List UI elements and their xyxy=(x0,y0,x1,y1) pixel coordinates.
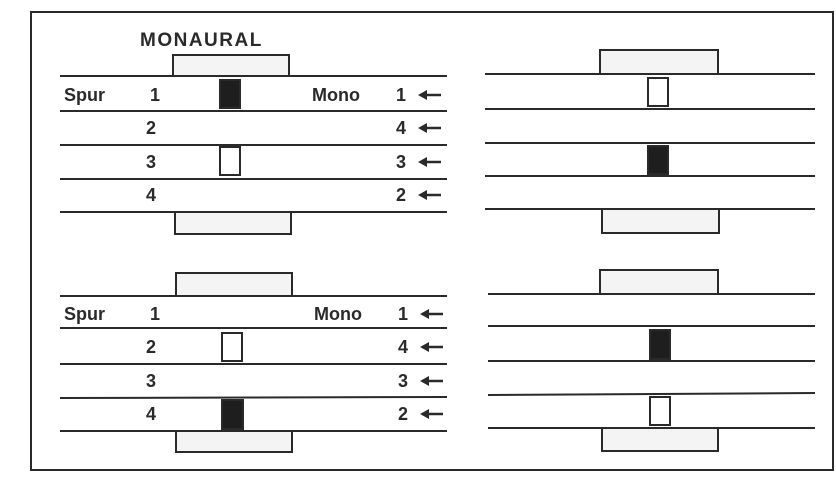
arrow-left-icon xyxy=(420,376,443,386)
head-bottom xyxy=(601,208,720,234)
head-slot-open xyxy=(649,396,671,426)
panel-bottom-right xyxy=(487,269,816,452)
panel-top-right xyxy=(485,49,815,234)
mono-number: 3 xyxy=(396,152,406,172)
spur-label: Spur xyxy=(64,85,105,105)
title-monaural: MONAURAL xyxy=(140,30,263,51)
head-top xyxy=(599,269,719,295)
head-slot-filled xyxy=(649,329,671,360)
head-top xyxy=(175,272,293,297)
spur-number: 2 xyxy=(146,337,156,357)
spur-number: 1 xyxy=(150,304,160,324)
arrow-left-icon xyxy=(420,342,443,352)
panel-bottom-left: Spur 1 2 3 4 Mono 1 4 3 2 xyxy=(59,272,448,453)
mono-number: 2 xyxy=(396,185,406,205)
head-top xyxy=(172,54,290,77)
head-slot-open xyxy=(647,77,669,107)
spur-number: 1 xyxy=(150,85,160,105)
mono-number: 3 xyxy=(398,371,408,391)
arrow-left-icon xyxy=(420,309,443,319)
head-slot-filled xyxy=(647,145,669,175)
arrow-left-icon xyxy=(418,190,441,200)
mono-number: 4 xyxy=(398,337,408,357)
head-slot-filled xyxy=(221,399,244,430)
head-top xyxy=(599,49,719,75)
outer-border xyxy=(30,11,834,471)
mono-label: Mono xyxy=(314,304,362,324)
head-bottom xyxy=(175,430,293,453)
spur-number: 4 xyxy=(146,404,156,424)
tape-line xyxy=(59,396,448,399)
arrow-left-icon xyxy=(420,409,443,419)
head-slot-open xyxy=(219,146,241,176)
mono-number: 2 xyxy=(398,404,408,424)
tape-line xyxy=(487,392,816,396)
mono-label: Mono xyxy=(312,85,360,105)
head-bottom xyxy=(601,427,719,452)
spur-label: Spur xyxy=(64,304,105,324)
head-bottom xyxy=(174,211,292,235)
panel-top-left: Spur 1 2 3 4 Mono 1 4 3 2 xyxy=(60,54,447,235)
mono-number: 4 xyxy=(396,118,406,138)
head-slot-filled xyxy=(219,79,241,109)
spur-number: 3 xyxy=(146,371,156,391)
arrow-left-icon xyxy=(418,157,441,167)
arrow-left-icon xyxy=(418,123,441,133)
spur-number: 2 xyxy=(146,118,156,138)
arrow-left-icon xyxy=(418,90,441,100)
spur-number: 4 xyxy=(146,185,156,205)
head-slot-open xyxy=(221,332,243,362)
spur-number: 3 xyxy=(146,152,156,172)
mono-number: 1 xyxy=(396,85,406,105)
mono-number: 1 xyxy=(398,304,408,324)
